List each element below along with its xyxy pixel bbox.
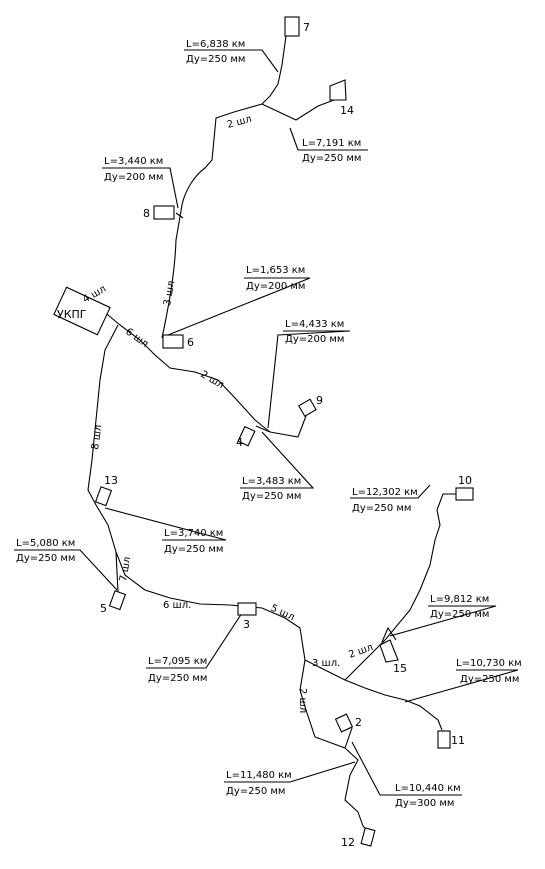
branch-to-9 [269, 415, 307, 438]
pipe-diameter-13: Ду=250 мм [164, 544, 223, 555]
pipe-diameter-4: Ду=250 мм [242, 491, 301, 502]
well-boxes [53, 16, 474, 847]
pipe-diameter-5: Ду=250 мм [16, 553, 75, 564]
loop-label-east-2: 2 шл [347, 642, 374, 661]
well-number-8: 8 [143, 207, 150, 220]
loop-label-mid-5: 5 шл [269, 603, 296, 624]
well-numbers: 7 14 8 6 9 4 13 10 5 3 15 11 2 12 [100, 21, 472, 849]
loop-label-east-3: 3 шл. [312, 658, 340, 669]
pipe-diameter-9: Ду=200 мм [285, 334, 344, 345]
trunk-hub-6 [89, 299, 271, 433]
well-number-5: 5 [100, 602, 107, 615]
loop-label-north-3: 3 шл [162, 280, 177, 307]
branch-to-15 [381, 626, 397, 643]
loop-label-north-2: 2 шл [226, 114, 253, 131]
trunk-lines [87, 35, 462, 831]
branch-to-8 [175, 212, 184, 219]
well-number-7: 7 [303, 21, 310, 34]
pipe-length-8: L=3,440 км [104, 156, 163, 167]
hub-label: УКПГ [57, 308, 87, 321]
pipe-diameter-12: Ду=250 мм [226, 786, 285, 797]
leader-lines [14, 49, 519, 796]
pipe-captions: L=6,838 км Ду=250 мм L=7,191 км Ду=250 м… [16, 39, 522, 809]
well-number-2: 2 [355, 716, 362, 729]
pipe-diameter-8: Ду=200 мм [104, 172, 163, 183]
well-number-9: 9 [316, 394, 323, 407]
hub-label-group: УКПГ [57, 308, 87, 321]
pipe-length-2: L=10,440 км [395, 783, 461, 794]
well-10-box [455, 487, 474, 501]
loop-label-west-7: 7 шл [118, 556, 133, 583]
pipe-length-4: L=3,483 км [242, 476, 301, 487]
well-number-14: 14 [340, 104, 354, 117]
well-2-box [334, 713, 354, 733]
pipe-diameter-10: Ду=250 мм [352, 503, 411, 514]
well-number-4: 4 [236, 436, 243, 449]
pipe-length-14: L=7,191 км [302, 138, 361, 149]
well-number-13: 13 [104, 474, 118, 487]
well-4-box [237, 425, 256, 447]
pipe-diameter-7: Ду=250 мм [186, 54, 245, 65]
pipe-length-11: L=10,730 км [456, 658, 522, 669]
well-number-11: 11 [451, 734, 465, 747]
branch-to-14 [261, 99, 335, 121]
trunk-south [299, 659, 368, 831]
well-9-box [298, 398, 317, 417]
well-number-3: 3 [243, 618, 250, 631]
loop-label-mid-2: 2 шл [199, 369, 226, 391]
pipe-length-3: L=7,095 км [148, 656, 207, 667]
pipe-diameter-2: Ду=300 мм [395, 798, 454, 809]
well-15-box [379, 639, 399, 663]
well-14-box [329, 79, 347, 101]
trunk-west [87, 324, 306, 661]
trunk-east [304, 659, 443, 731]
well-number-10: 10 [458, 474, 472, 487]
well-12-box [360, 827, 376, 847]
pipe-diameter-3: Ду=250 мм [148, 673, 207, 684]
pipe-length-13: L=3,740 км [164, 528, 223, 539]
pipe-length-9: L=4,433 км [285, 319, 344, 330]
well-13-box [94, 486, 113, 507]
well-number-12: 12 [341, 836, 355, 849]
loop-label-west-6: 6 шл. [163, 600, 191, 611]
well-number-15: 15 [393, 662, 407, 675]
pipe-length-12: L=11,480 км [226, 770, 292, 781]
trunk-north [161, 35, 287, 339]
well-5-box [108, 590, 127, 611]
well-11-box [437, 730, 451, 749]
well-3-box [237, 602, 257, 616]
branch-to-10 [344, 493, 462, 681]
well-number-6: 6 [187, 336, 194, 349]
loop-label-hub-6: 6 шл [123, 326, 150, 349]
branch-to-4 [255, 425, 271, 433]
pipe-length-7: L=6,838 км [186, 39, 245, 50]
pipe-diameter-14: Ду=250 мм [302, 153, 361, 164]
pipe-length-6: L=1,653 км [246, 265, 305, 276]
pipe-diameter-6: Ду=200 мм [246, 281, 305, 292]
branch-to-2 [344, 727, 353, 749]
well-7-box [284, 16, 300, 37]
loop-label-south-2: 2 шл [297, 688, 308, 713]
pipe-diameter-11: Ду=250 мм [460, 674, 519, 685]
loop-captions: 2 шл 3 шл 4 шл 6 шл 2 шл 8 шл 7 шл 6 шл.… [81, 114, 375, 713]
pipe-length-15: L=9,812 км [430, 594, 489, 605]
well-6-box [162, 334, 184, 349]
pipe-diameter-15: Ду=250 мм [430, 609, 489, 620]
loop-label-west-8: 8 шл [90, 424, 104, 450]
pipe-length-10: L=12,302 км [352, 487, 418, 498]
well-8-box [153, 205, 175, 220]
pipe-length-5: L=5,080 км [16, 538, 75, 549]
hub-box [53, 286, 111, 336]
branch-to-5 [115, 551, 119, 593]
